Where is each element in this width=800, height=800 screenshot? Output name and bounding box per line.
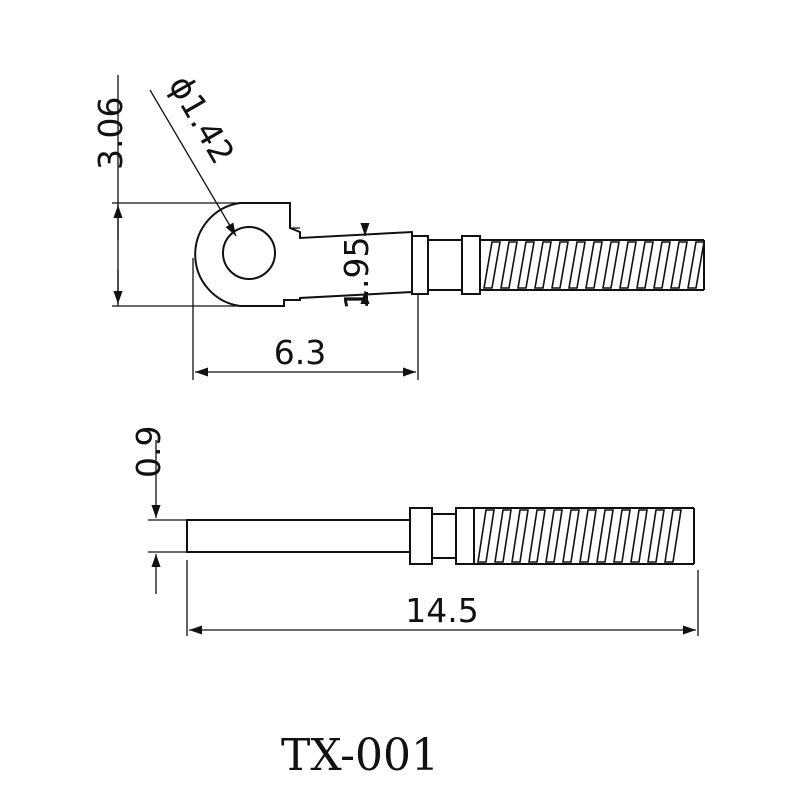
lug-hole — [222, 226, 276, 280]
crimp-collar-1 — [411, 235, 429, 295]
coil-turn — [647, 509, 665, 563]
dimension-top-length: 6.3 — [192, 258, 419, 380]
coil-turn — [551, 241, 569, 289]
coil-turn — [636, 241, 654, 289]
coil-turn — [613, 509, 631, 563]
coil-turn — [670, 241, 688, 289]
coil-turn — [534, 241, 552, 289]
dimension-neck-width: 1.95 — [337, 223, 376, 310]
coil-turn — [545, 509, 563, 563]
dim-top-length-label: 6.3 — [274, 333, 326, 372]
wire-coil-top — [480, 239, 705, 291]
side-collar-2 — [455, 507, 475, 565]
coil-turn — [483, 241, 501, 289]
coil-turn — [602, 241, 620, 289]
coil-turn — [630, 509, 648, 563]
wire-coil-side — [474, 507, 695, 565]
coil-turn — [619, 241, 637, 289]
dim-side-thickness-label: 0.9 — [129, 426, 168, 478]
dim-total-length-label: 14.5 — [405, 591, 478, 630]
coil-turn — [579, 509, 597, 563]
coil-turn — [494, 509, 512, 563]
dimension-total-length: 14.5 — [186, 560, 699, 636]
dim-neck-width-label: 1.95 — [337, 237, 376, 310]
part-number-label: TX-001 — [281, 730, 439, 781]
coil-turn — [585, 241, 603, 289]
coil-turn — [568, 241, 586, 289]
coil-turn — [562, 509, 580, 563]
coil-turn — [653, 241, 671, 289]
coil-turn — [687, 241, 705, 289]
dim-top-height-label: 3.06 — [91, 97, 130, 170]
side-collar-1 — [409, 507, 433, 565]
crimp-barrel — [427, 239, 463, 291]
coil-turn — [500, 241, 518, 289]
coil-turn — [528, 509, 546, 563]
dimension-side-thickness: 0.9 — [129, 426, 187, 594]
coil-turn — [477, 509, 495, 563]
side-barrel — [431, 513, 457, 559]
coil-turn — [664, 509, 682, 563]
dimension-top-height: 3.06 — [91, 75, 284, 307]
coil-turn — [511, 509, 529, 563]
side-view — [186, 507, 695, 565]
terminal-blade — [186, 519, 412, 553]
coil-turn — [596, 509, 614, 563]
dim-hole-diameter-label: ϕ1.42 — [161, 69, 242, 171]
crimp-collar-2 — [461, 235, 481, 295]
top-view — [194, 202, 705, 307]
coil-turn — [517, 241, 535, 289]
